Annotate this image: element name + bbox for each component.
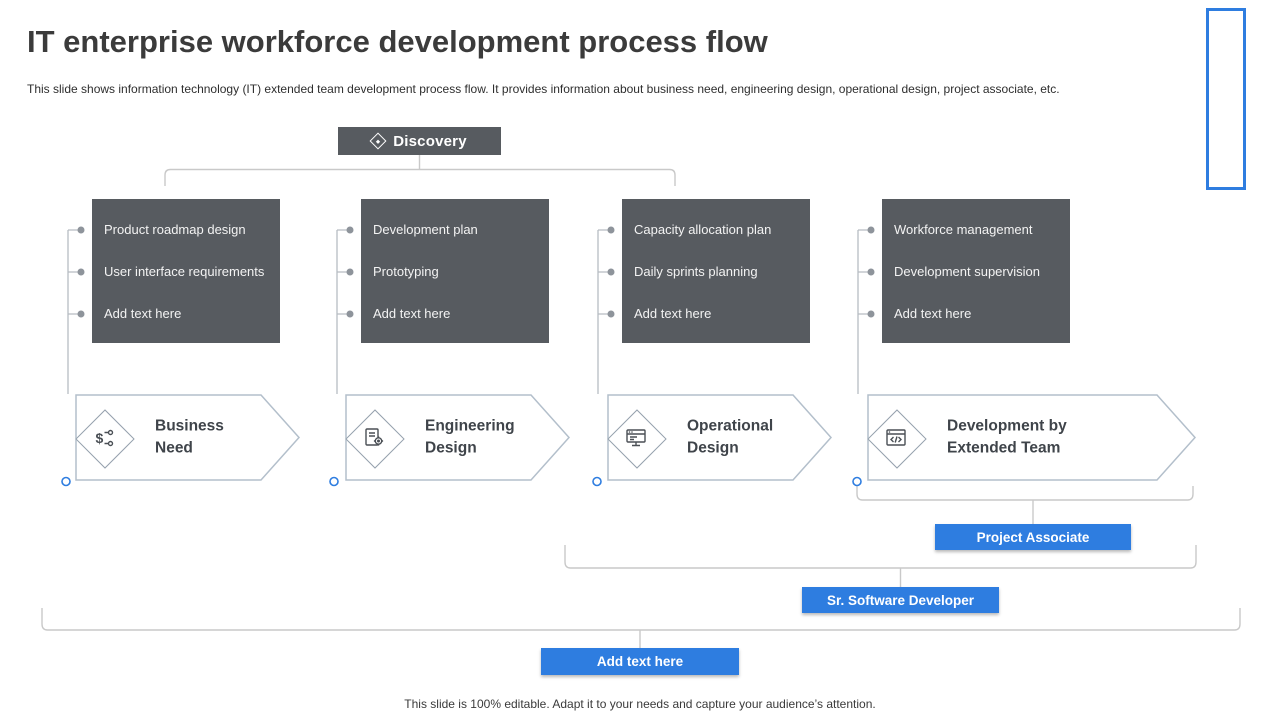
task-item: Development plan xyxy=(373,222,478,237)
task-box-extended-team: Workforce management Development supervi… xyxy=(882,199,1070,343)
page-title: IT enterprise workforce development proc… xyxy=(27,24,768,59)
stage-label: Development by Extended Team xyxy=(947,417,1067,457)
task-item: User interface requirements xyxy=(104,264,265,279)
task-item: Add text here xyxy=(894,306,972,321)
discovery-label: Discovery xyxy=(393,132,467,150)
task-item: Daily sprints planning xyxy=(634,264,758,279)
stage-label: Business Need xyxy=(155,417,224,457)
arrow-shape xyxy=(345,394,570,481)
stage-label: Operational Design xyxy=(687,417,774,457)
task-item: Product roadmap design xyxy=(104,222,246,237)
monitor-icon xyxy=(626,428,646,446)
stage-business-need: $ Business Need xyxy=(75,394,300,481)
stage-extended-team: Development by Extended Team xyxy=(867,394,1196,481)
arrow-shape xyxy=(607,394,832,481)
svg-text:$: $ xyxy=(96,430,104,446)
arrow-shape xyxy=(867,394,1196,481)
task-item: Capacity allocation plan xyxy=(634,222,772,237)
task-item: Add text here xyxy=(104,306,182,321)
task-box-engineering-design: Development plan Prototyping Add text he… xyxy=(361,199,549,343)
arrow-shape xyxy=(75,394,300,481)
accent-rectangle xyxy=(1206,8,1246,190)
badge-sr-software-developer[interactable]: Sr. Software Developer xyxy=(802,587,999,613)
task-box-business-need: Product roadmap design User interface re… xyxy=(92,199,280,343)
editable-note: This slide is 100% editable. Adapt it to… xyxy=(404,697,876,711)
task-item: Add text here xyxy=(373,306,451,321)
task-item: Add text here xyxy=(634,306,712,321)
dollar-flow-icon: $ xyxy=(96,429,114,446)
diamond-icon xyxy=(369,132,387,150)
blueprint-gear-icon xyxy=(365,427,384,446)
badge-add-text-here[interactable]: Add text here xyxy=(541,648,739,675)
code-window-icon xyxy=(886,428,906,446)
stage-operational-design: Operational Design xyxy=(607,394,832,481)
task-item: Development supervision xyxy=(894,264,1040,279)
stage-engineering-design: Engineering Design xyxy=(345,394,570,481)
discovery-badge: Discovery xyxy=(338,127,501,155)
badge-project-associate[interactable]: Project Associate xyxy=(935,524,1131,550)
task-item: Prototyping xyxy=(373,264,439,279)
task-item: Workforce management xyxy=(894,222,1033,237)
task-box-operational-design: Capacity allocation plan Daily sprints p… xyxy=(622,199,810,343)
stage-label: Engineering Design xyxy=(425,417,515,457)
page-subtitle: This slide shows information technology … xyxy=(27,82,1060,96)
